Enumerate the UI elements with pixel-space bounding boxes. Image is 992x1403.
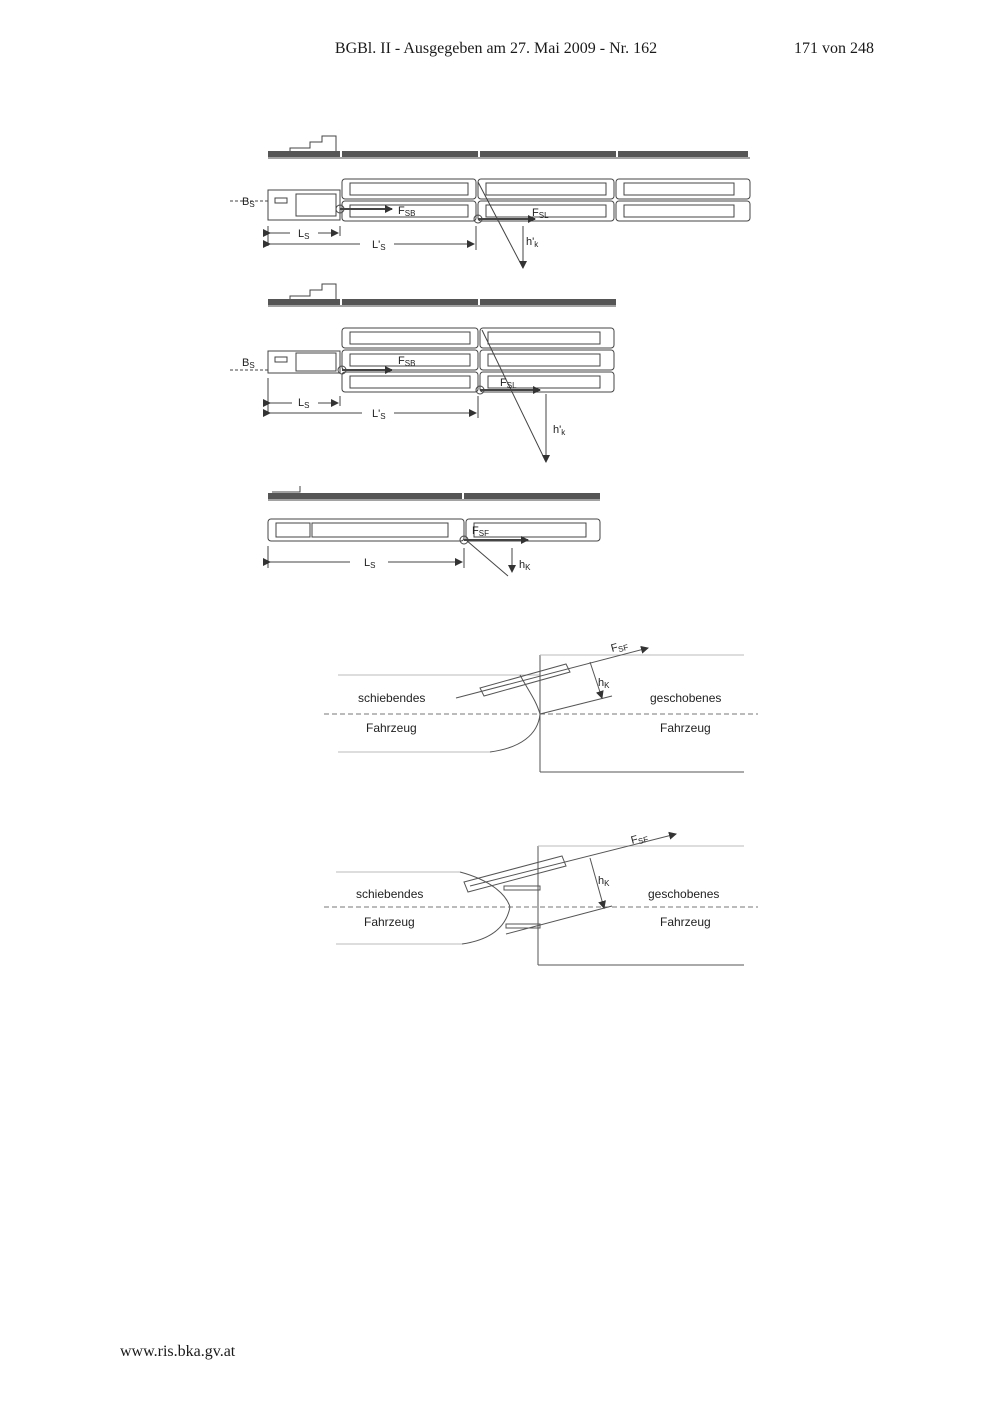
coupling-rod — [479, 663, 571, 697]
diagonal-line — [477, 181, 524, 269]
page-number: 171 von 248 — [794, 40, 874, 57]
svg-text:BS: BS — [242, 357, 255, 370]
label-lps: L' — [372, 239, 380, 251]
svg-text:FSF: FSF — [630, 831, 650, 848]
label-hk-sub: K — [604, 879, 610, 888]
page-header-title: BGBl. II - Ausgegeben am 27. Mai 2009 - … — [334, 40, 658, 57]
label-bs-sub: S — [249, 200, 254, 209]
force-fsf-arrow — [469, 831, 677, 887]
lever-arm-line — [589, 857, 606, 909]
label-pushing-vessel-line1: schiebendes — [358, 691, 425, 705]
label-hk-sub: K — [525, 563, 531, 572]
label-fsl: F — [500, 377, 507, 389]
figure-3-side-view — [268, 486, 600, 501]
figure-3-plan-view — [263, 518, 601, 577]
label-fsb: F — [398, 355, 405, 367]
coupling-rod — [463, 855, 567, 893]
label-bs: B — [242, 357, 249, 369]
label-fsf-sub: SF — [479, 529, 489, 538]
label-hk-sub: k — [561, 428, 566, 437]
label-hk: h — [598, 677, 604, 689]
svg-text:LS: LS — [298, 397, 309, 410]
label-bs-sub: S — [249, 361, 254, 370]
svg-text:LS: LS — [364, 557, 375, 570]
label-lps: L' — [372, 408, 380, 420]
label-pushing-vessel-line1: schiebendes — [356, 887, 423, 901]
label-bs: B — [242, 196, 249, 208]
label-fsf: F — [610, 641, 620, 654]
figure-1-side-view — [268, 135, 750, 159]
svg-text:LS: LS — [298, 228, 309, 241]
svg-text:L'S: L'S — [372, 408, 386, 421]
svg-text:FSL: FSL — [532, 207, 549, 220]
svg-text:hK: hK — [598, 677, 610, 690]
figure-3-pushing-vessel-single-barge: FSF LS hK — [263, 486, 601, 577]
label-fsf-sub: SF — [637, 835, 649, 846]
figure-2-pushed-convoy-three-wide: BS FSB FSL LS L'S h'k — [230, 283, 616, 463]
label-fsl-sub: SL — [507, 381, 517, 390]
figure-5-coupling-detail — [324, 831, 758, 966]
svg-text:hK: hK — [519, 559, 531, 572]
label-fsb: F — [398, 205, 405, 217]
figure-4-coupling-detail — [324, 645, 758, 773]
footer-url: www.ris.bka.gv.at — [120, 1343, 236, 1360]
label-pushing-vessel-line2: Fahrzeug — [366, 721, 417, 735]
pusher-bow-curve — [489, 713, 541, 753]
lever-arm-line — [589, 661, 604, 699]
pusher-outline — [267, 350, 341, 374]
label-ls-sub: S — [370, 561, 375, 570]
label-ls-sub: S — [304, 232, 309, 241]
label-fsb-sub: SB — [405, 359, 416, 368]
label-fsb-sub: SB — [405, 209, 416, 218]
figure-2-side-view — [268, 283, 616, 307]
label-fsl: F — [532, 207, 539, 219]
svg-text:h'k: h'k — [526, 236, 539, 249]
label-hk: h — [519, 559, 525, 571]
svg-text:BS: BS — [242, 196, 255, 209]
label-pushed-vessel-line2: Fahrzeug — [660, 721, 711, 735]
label-hk: h' — [553, 424, 561, 436]
svg-text:FSF: FSF — [610, 639, 630, 656]
label-ls: L — [298, 397, 304, 409]
label-fsl-sub: SL — [539, 211, 549, 220]
label-ls: L — [364, 557, 370, 569]
label-fsf-sub: SF — [617, 643, 629, 654]
svg-text:FSB: FSB — [398, 205, 415, 218]
svg-text:h'k: h'k — [553, 424, 566, 437]
diagonal-line — [481, 329, 547, 463]
figure-1-pushed-convoy-two-wide: BS FSB FSL LS L'S h'k — [230, 135, 751, 269]
label-pushing-vessel-line2: Fahrzeug — [364, 915, 415, 929]
label-hk-sub: K — [604, 681, 610, 690]
label-lps-sub: S — [380, 412, 385, 421]
svg-text:L'S: L'S — [372, 239, 386, 252]
diagonal-line — [465, 539, 509, 577]
label-pushed-vessel-line1: geschobenes — [650, 691, 721, 705]
svg-text:FSB: FSB — [398, 355, 415, 368]
label-ls-sub: S — [304, 401, 309, 410]
label-fsf: F — [630, 833, 640, 846]
svg-text:FSL: FSL — [500, 377, 517, 390]
label-pushed-vessel-line2: Fahrzeug — [660, 915, 711, 929]
label-fsf: F — [472, 525, 479, 537]
figure-2-plan-view — [230, 327, 615, 463]
label-hk: h — [598, 875, 604, 887]
svg-text:FSF: FSF — [472, 525, 489, 538]
pusher-bow-curve — [459, 871, 511, 908]
force-fsf-arrow — [455, 645, 649, 699]
label-pushed-vessel-line1: geschobenes — [648, 887, 719, 901]
label-ls: L — [298, 228, 304, 240]
label-lps-sub: S — [380, 243, 385, 252]
label-hk-sub: k — [534, 240, 539, 249]
pushing-vessel-outline — [267, 518, 465, 542]
svg-text:hK: hK — [598, 875, 610, 888]
figure-1-plan-view — [230, 178, 751, 269]
label-hk: h' — [526, 236, 534, 248]
